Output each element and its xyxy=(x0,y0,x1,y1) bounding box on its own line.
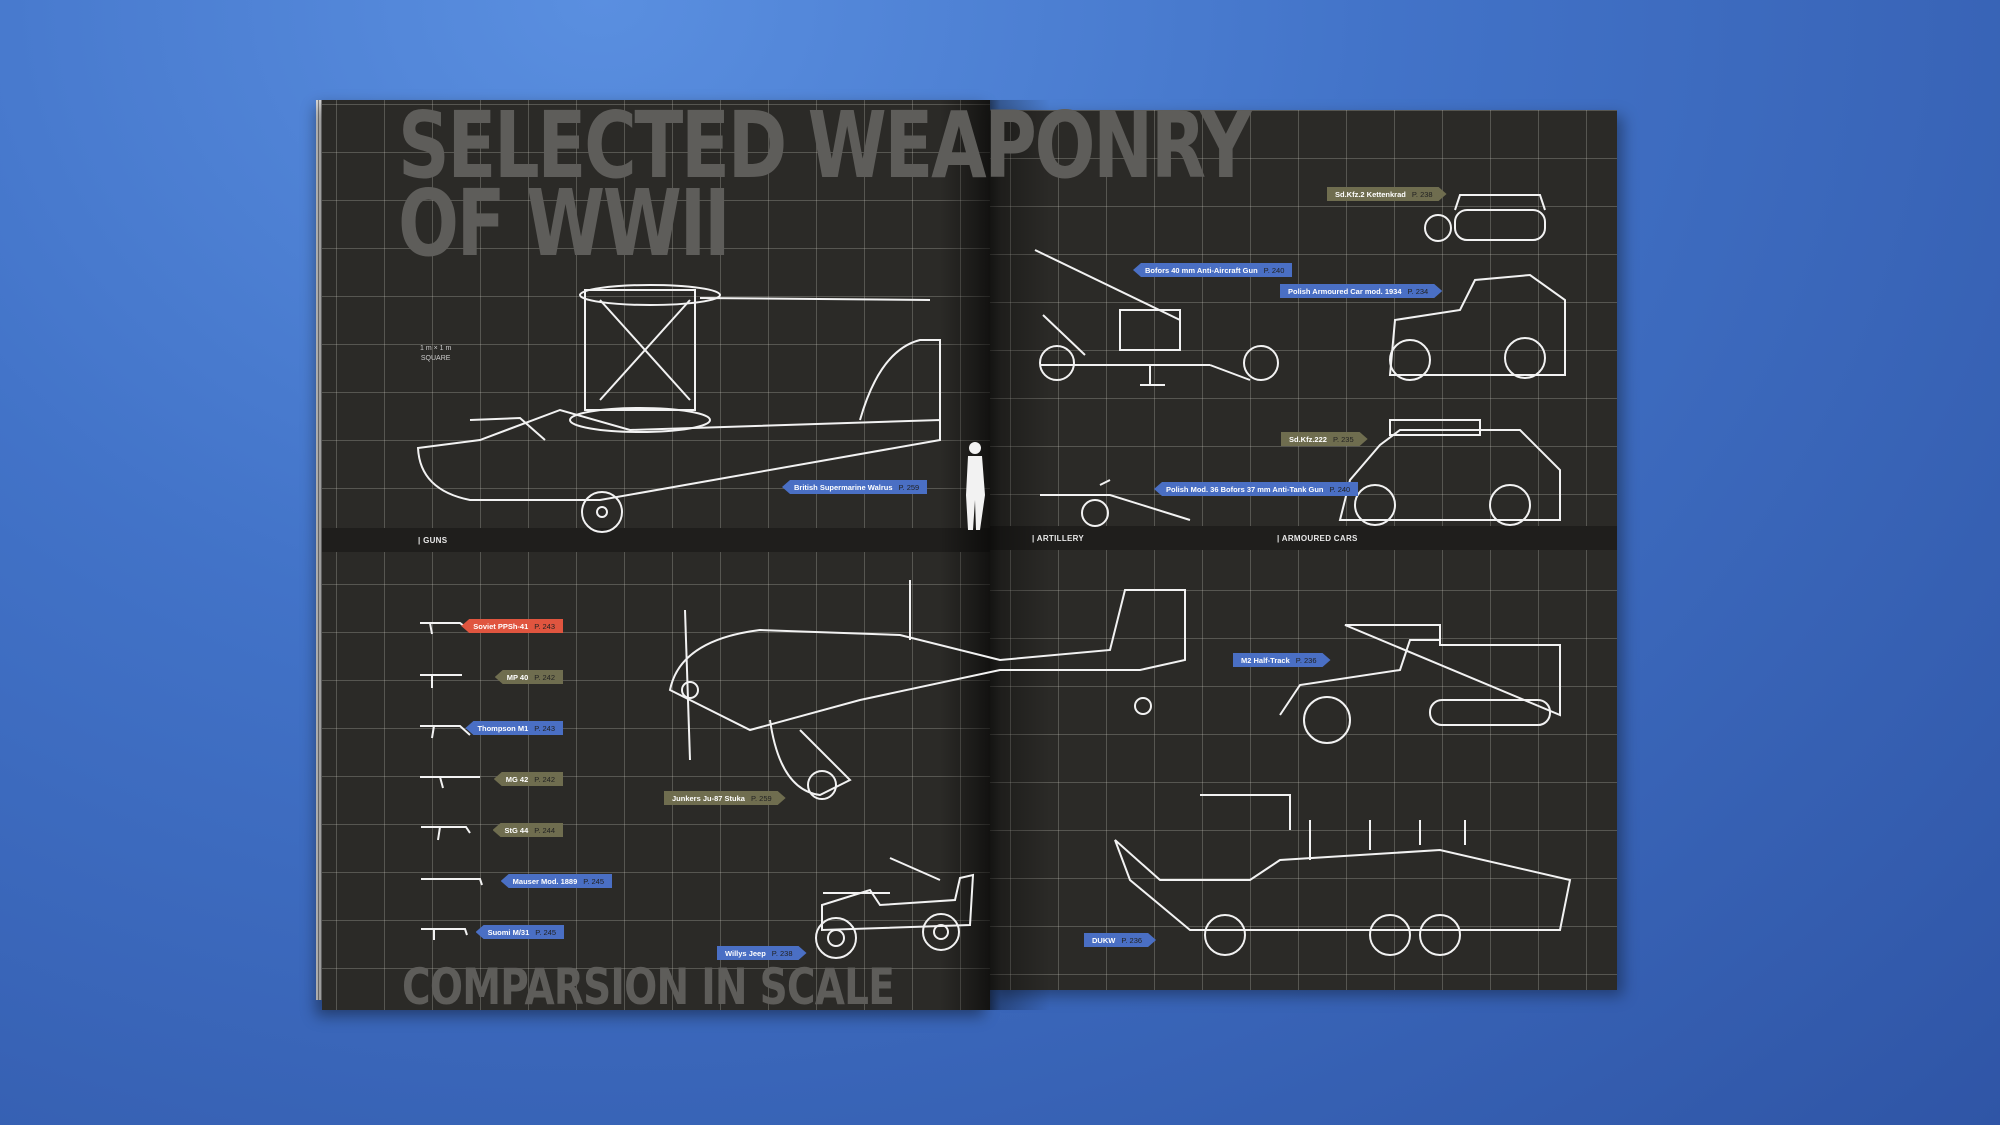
label-jeep: Willys Jeep P. 238 xyxy=(717,946,807,960)
label-m2-halftrack: M2 Half-Track P. 236 xyxy=(1233,653,1331,667)
label-polish-armoured-car: Polish Armoured Car mod. 1934 P. 234 xyxy=(1280,284,1442,298)
label-name: M2 Half-Track xyxy=(1241,655,1290,665)
label-name: StG 44 xyxy=(504,825,529,835)
label-page: P. 236 xyxy=(1121,935,1143,945)
label-page: P. 236 xyxy=(1295,655,1317,665)
label-name: Sd.Kfz.222 xyxy=(1289,434,1327,444)
label-name: Polish Armoured Car mod. 1934 xyxy=(1288,286,1402,296)
label-page: P. 240 xyxy=(1329,484,1351,494)
label-page: P. 259 xyxy=(898,482,920,492)
label-name: MG 42 xyxy=(505,774,529,784)
gun-label: Mauser Mod. 1889 P. 245 xyxy=(500,874,612,888)
label-name: British Supermarine Walrus xyxy=(794,482,893,492)
label-name: Soviet PPSh-41 xyxy=(473,621,529,631)
label-bofors40: Bofors 40 mm Anti-Aircraft Gun P. 240 xyxy=(1133,263,1293,277)
label-name: Thompson M1 xyxy=(477,723,529,733)
label-page: P. 242 xyxy=(534,672,555,682)
label-name: Mauser Mod. 1889 xyxy=(512,876,578,886)
polish-armoured-car-drawing xyxy=(1388,273,1566,381)
gun-label: StG 44 P. 244 xyxy=(492,823,563,837)
label-name: DUKW xyxy=(1092,935,1116,945)
label-name: Polish Mod. 36 Bofors 37 mm Anti-Tank Gu… xyxy=(1166,484,1324,494)
label-bofors37: Polish Mod. 36 Bofors 37 mm Anti-Tank Gu… xyxy=(1154,482,1359,496)
label-page: P. 234 xyxy=(1407,286,1429,296)
label-name: Junkers Ju-87 Stuka xyxy=(672,793,745,803)
section-armoured-cars: | ARMOURED CARS xyxy=(1277,534,1358,543)
label-page: P. 244 xyxy=(534,825,555,835)
section-band-right xyxy=(990,526,1617,550)
section-artillery-label: ARTILLERY xyxy=(1036,534,1085,543)
dukw-drawing xyxy=(1114,794,1572,956)
gun-label: Thompson M1 P. 243 xyxy=(465,721,563,735)
sdkfz222-drawing xyxy=(1338,419,1561,526)
section-armoured-label: ARMOURED CARS xyxy=(1281,534,1358,543)
label-page: P. 235 xyxy=(1332,434,1354,444)
bofors40-drawing xyxy=(1034,249,1279,386)
label-name: Sd.Kfz.2 Kettenkrad xyxy=(1335,189,1406,199)
left-page xyxy=(322,100,990,1010)
book-spine xyxy=(940,100,1050,1010)
scale-note-value: 1 m × 1 m xyxy=(420,345,452,352)
label-page: P. 245 xyxy=(535,927,556,937)
label-page: P. 238 xyxy=(1411,189,1433,199)
gun-label: Soviet PPSh-41 P. 243 xyxy=(461,619,563,633)
label-dukw: DUKW P. 236 xyxy=(1084,933,1156,947)
label-name: MP 40 xyxy=(506,672,529,682)
walrus-drawing xyxy=(416,284,941,533)
scale-note: 1 m × 1 m SQUARE xyxy=(420,344,451,364)
label-name: Bofors 40 mm Anti-Aircraft Gun xyxy=(1145,265,1258,275)
book-page-edges xyxy=(316,100,326,1000)
gun-label: MP 40 P. 242 xyxy=(494,670,563,684)
label-stuka: Junkers Ju-87 Stuka P. 259 xyxy=(664,791,786,805)
label-walrus: British Supermarine Walrus P. 259 xyxy=(782,480,928,494)
section-guns: | GUNS xyxy=(418,536,448,545)
label-name: Suomi M/31 xyxy=(487,927,530,937)
gun-icons xyxy=(420,622,483,940)
title-line-1: SELECTED WEAPONRY xyxy=(398,92,1252,199)
label-sdkfz222: Sd.Kfz.222 P. 235 xyxy=(1281,432,1368,446)
label-page: P. 259 xyxy=(750,793,772,803)
right-page xyxy=(990,110,1617,990)
scale-note-unit: SQUARE xyxy=(420,355,451,362)
section-artillery: | ARTILLERY xyxy=(1032,534,1085,543)
label-page: P. 245 xyxy=(583,876,604,886)
gun-label: Suomi M/31 P. 245 xyxy=(475,925,564,939)
label-page: P. 243 xyxy=(534,723,555,733)
footer-title: COMPARSION IN SCALE xyxy=(402,958,895,1016)
m2-halftrack-drawing xyxy=(1279,624,1561,744)
bofors37-drawing xyxy=(1040,479,1191,527)
title-line-2: OF WWII xyxy=(398,170,731,277)
kettenkrad-drawing xyxy=(1424,194,1546,242)
label-name: Willys Jeep xyxy=(725,948,766,958)
label-page: P. 243 xyxy=(534,621,555,631)
gun-label: MG 42 P. 242 xyxy=(493,772,563,786)
label-page: P. 238 xyxy=(771,948,793,958)
jeep-drawing xyxy=(815,857,975,959)
label-page: P. 242 xyxy=(534,774,555,784)
label-page: P. 240 xyxy=(1263,265,1285,275)
human-figure xyxy=(966,442,985,530)
section-band-left xyxy=(322,528,990,552)
label-kettenkrad: Sd.Kfz.2 Kettenkrad P. 238 xyxy=(1327,187,1447,201)
section-guns-label: GUNS xyxy=(423,536,448,545)
stuka-drawing xyxy=(668,580,1186,800)
